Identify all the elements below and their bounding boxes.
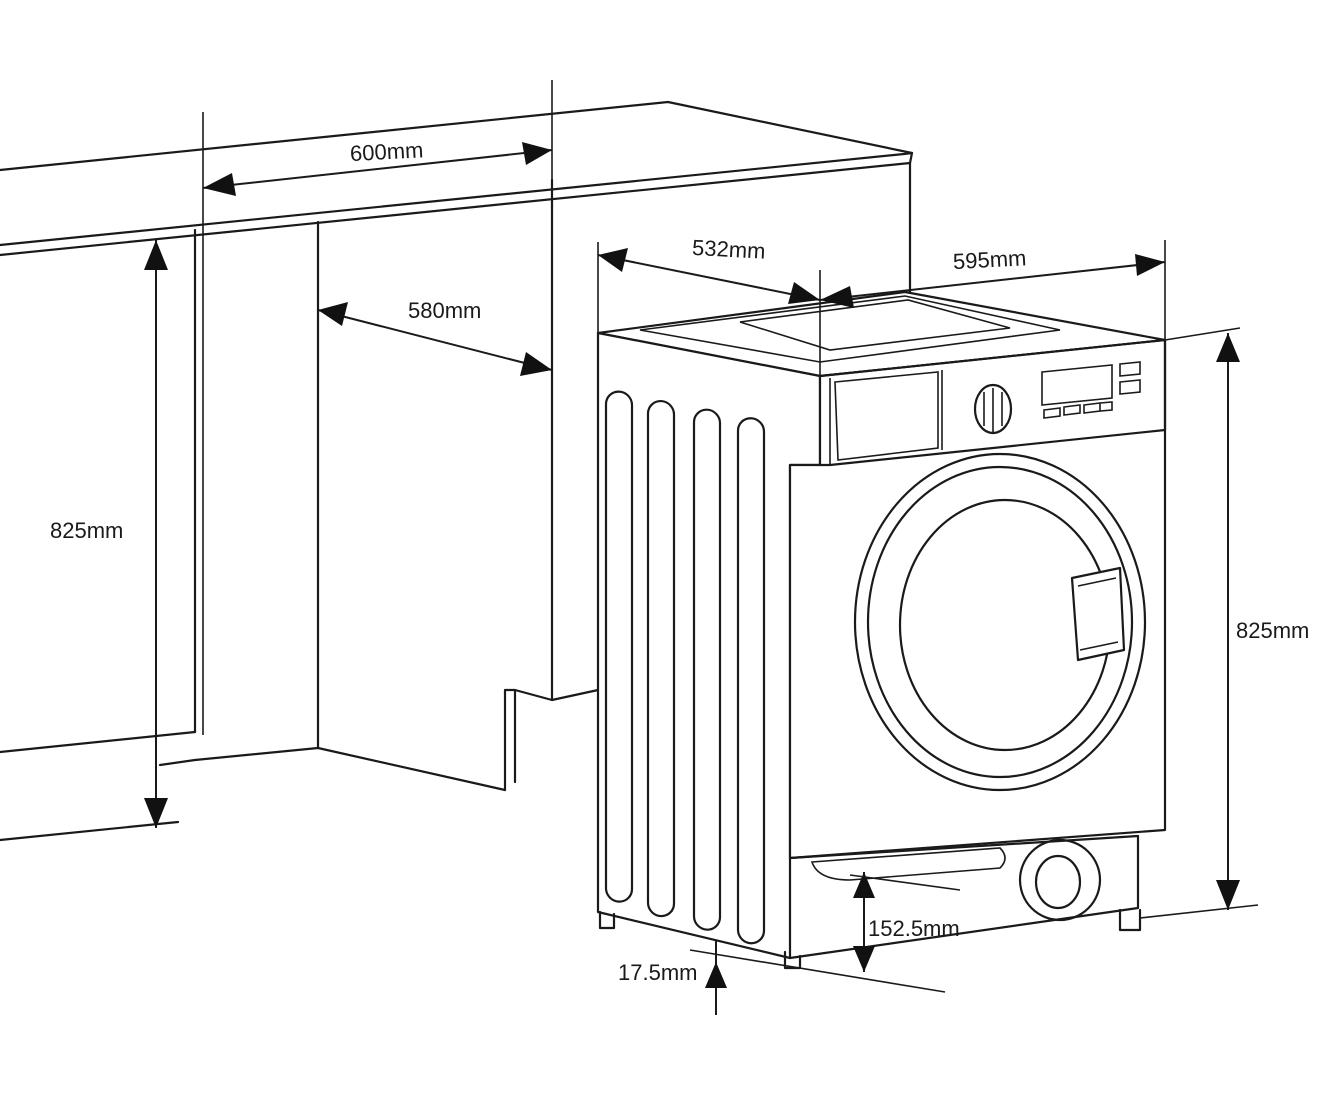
dim-825-cabinet-arrow-top bbox=[144, 240, 168, 270]
dim-825-machine-arrow-top bbox=[1216, 333, 1240, 362]
foot-front-left bbox=[783, 950, 802, 970]
dim-600-line bbox=[202, 149, 553, 189]
machine-base bbox=[788, 834, 1140, 960]
display-buttons bbox=[1119, 361, 1141, 395]
label-plinth-height: 152.5mm bbox=[868, 916, 960, 941]
plinth-return bbox=[503, 688, 517, 792]
plinth-slot bbox=[810, 847, 1006, 881]
dim-595-line bbox=[819, 261, 1166, 301]
side-rib-3 bbox=[692, 408, 722, 931]
dim-floor-line bbox=[689, 949, 946, 993]
dim-595-arrow-right bbox=[1135, 254, 1165, 276]
plinth-left bbox=[158, 758, 197, 767]
dim-580-arrow-left bbox=[318, 302, 348, 326]
dim-825-cabinet-arrow-bottom bbox=[144, 798, 168, 828]
knob-grip bbox=[983, 388, 1003, 432]
kitchen-cabinet bbox=[0, 100, 914, 842]
dimension-lines bbox=[144, 80, 1259, 1015]
label-foot-height: 17.5mm bbox=[618, 960, 697, 985]
dim-17-arrow bbox=[705, 962, 727, 988]
filter-cap bbox=[1034, 854, 1082, 910]
dim-152-arrow-bottom bbox=[853, 946, 875, 972]
worktop-front-edge bbox=[0, 151, 914, 257]
dim-532-arrow-right bbox=[788, 282, 820, 304]
function-buttons bbox=[1043, 401, 1113, 419]
door-handle-detail bbox=[1077, 577, 1119, 651]
side-rib-2 bbox=[646, 399, 676, 918]
niche-side-bottom bbox=[513, 688, 600, 702]
label-machine-height: 825mm bbox=[1236, 618, 1309, 643]
machine-top-inner bbox=[639, 295, 1061, 363]
filter-cover bbox=[1018, 838, 1102, 922]
foot-rear-left bbox=[598, 910, 616, 930]
dim-600-arrow-left bbox=[203, 173, 236, 196]
door-outer-ring bbox=[853, 452, 1147, 792]
dim-532-line bbox=[597, 254, 821, 301]
dimension-labels: 600mm 580mm 825mm 532mm 595mm 825mm 152.… bbox=[50, 137, 1309, 985]
washing-machine bbox=[596, 290, 1167, 970]
niche-floor bbox=[193, 746, 507, 792]
label-cabinet-depth: 580mm bbox=[408, 298, 481, 323]
foot-front-right bbox=[1118, 908, 1142, 932]
label-cabinet-width: 600mm bbox=[349, 137, 424, 166]
door-handle bbox=[1070, 566, 1126, 662]
display-screen bbox=[1041, 364, 1113, 406]
label-machine-width: 595mm bbox=[952, 245, 1027, 274]
dim-825-machine-arrow-bottom bbox=[1216, 880, 1240, 910]
side-rib-1 bbox=[604, 390, 634, 903]
dim-580-line bbox=[317, 309, 553, 371]
dim-825-machine-ext-bottom bbox=[1139, 904, 1259, 919]
left-cabinet-bottom bbox=[0, 730, 197, 754]
dim-825-machine-ext-top bbox=[1164, 327, 1241, 341]
side-rib-4 bbox=[736, 417, 766, 945]
dim-152-ext-top bbox=[849, 874, 961, 891]
control-panel bbox=[818, 338, 1167, 467]
program-knob bbox=[973, 383, 1013, 435]
dim-595-arrow-left bbox=[820, 286, 854, 308]
dim-600-arrow-right bbox=[522, 142, 552, 165]
worktop-top-edge bbox=[0, 100, 914, 172]
floor-line-left bbox=[0, 820, 180, 842]
dim-532-arrow-left bbox=[598, 248, 628, 272]
detergent-drawer bbox=[834, 371, 939, 461]
label-cabinet-height: 825mm bbox=[50, 518, 123, 543]
label-machine-depth: 532mm bbox=[692, 235, 767, 264]
dim-152-arrow-top bbox=[853, 872, 875, 898]
dim-580-arrow-right bbox=[520, 352, 552, 376]
door-inner-ring bbox=[866, 465, 1134, 779]
